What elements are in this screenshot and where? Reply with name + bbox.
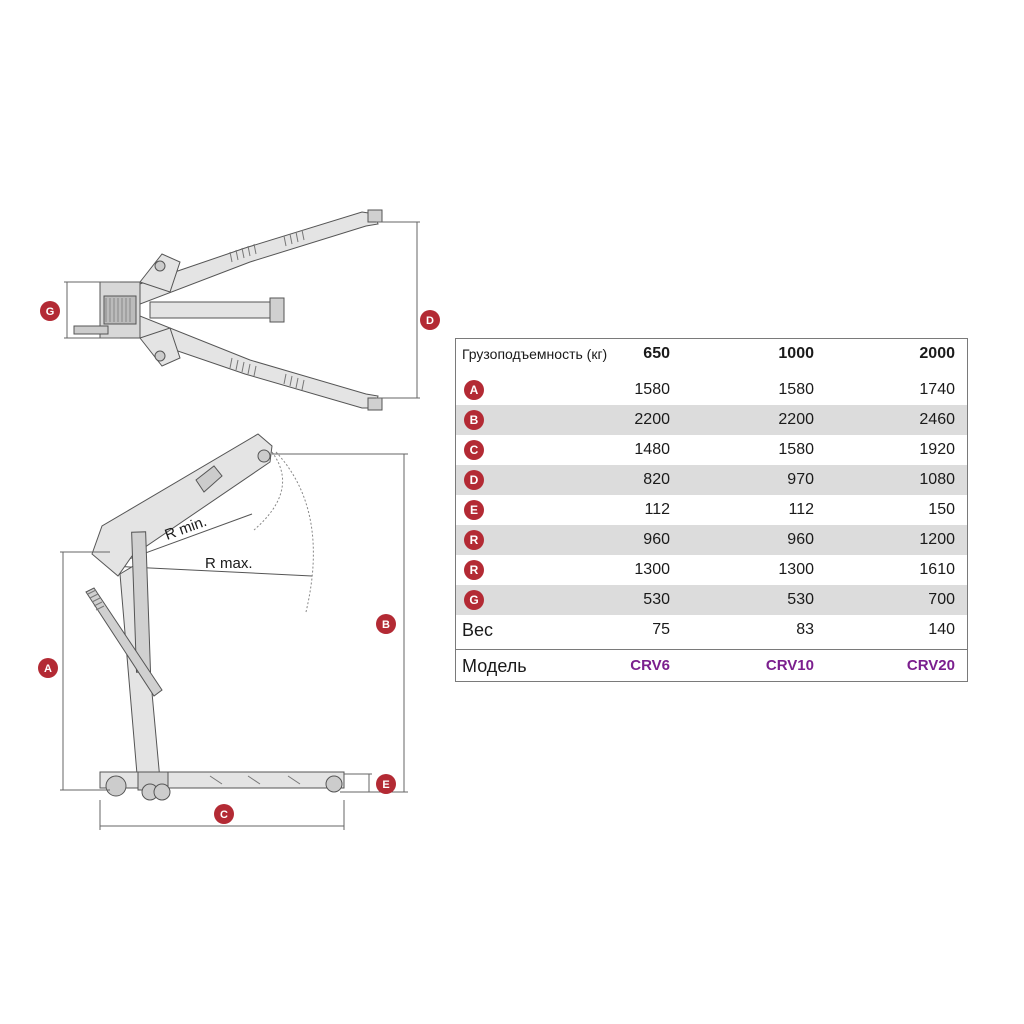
table-header-row: Грузоподъемность (кг) 650 1000 2000 — [456, 339, 967, 369]
capacity-col-1: 650 — [643, 345, 670, 362]
dim-badge-c: C — [214, 804, 234, 824]
table-cell: 2460 — [919, 411, 955, 428]
table-cell: 1920 — [919, 441, 955, 458]
crane-side-view — [85, 433, 345, 801]
row-code-badge: R — [464, 530, 484, 550]
table-cell: 1300 — [778, 561, 814, 578]
model-crv6: CRV6 — [630, 657, 670, 674]
table-cell: 700 — [928, 591, 955, 608]
table-cell: 1300 — [634, 561, 670, 578]
table-row: B 2200 2200 2460 — [456, 405, 967, 435]
svg-text:B: B — [382, 619, 390, 631]
table-cell: 140 — [928, 621, 955, 638]
table-cell: 1080 — [919, 471, 955, 488]
table-cell: 1480 — [634, 441, 670, 458]
table-cell: 150 — [928, 501, 955, 518]
table-cell: 75 — [652, 621, 670, 638]
capacity-label: Грузоподъемность (кг) — [462, 346, 608, 362]
table-row: R 1300 1300 1610 — [456, 555, 967, 585]
dim-badge-g: G — [40, 301, 60, 321]
table-cell: 1580 — [778, 441, 814, 458]
table-cell: 83 — [796, 621, 814, 638]
svg-text:C: C — [220, 809, 228, 821]
table-cell: 530 — [643, 591, 670, 608]
dim-badge-d: D — [420, 310, 440, 330]
table-cell: 2200 — [778, 411, 814, 428]
model-label: Модель — [462, 656, 527, 676]
svg-text:A: A — [44, 663, 52, 675]
r-max-label: R max. — [205, 555, 253, 572]
dim-badge-e: E — [376, 774, 396, 794]
row-code-badge: E — [464, 500, 484, 520]
table-row: C 1480 1580 1920 — [456, 435, 967, 465]
model-crv10: CRV10 — [765, 657, 814, 674]
weight-label: Вес — [462, 620, 494, 640]
table-cell: 960 — [643, 531, 670, 548]
svg-text:D: D — [426, 315, 434, 327]
dim-badge-b: B — [376, 614, 396, 634]
table-cell: 960 — [787, 531, 814, 548]
row-code-badge: B — [464, 410, 484, 430]
capacity-col-2: 1000 — [778, 345, 814, 362]
table-cell: 1610 — [919, 561, 955, 578]
row-code-badge: D — [464, 470, 484, 490]
table-row: R 960 960 1200 — [456, 525, 967, 555]
table-cell: 112 — [788, 501, 814, 518]
table-cell: 2200 — [634, 411, 670, 428]
table-cell: 112 — [644, 501, 670, 518]
table-cell: 820 — [643, 471, 670, 488]
svg-text:G: G — [46, 306, 55, 318]
table-cell: 1200 — [919, 531, 955, 548]
table-row: G 530 530 700 — [456, 585, 967, 615]
spec-table: Грузоподъемность (кг) 650 1000 2000 A 15… — [455, 338, 968, 682]
crane-top-view — [73, 209, 383, 411]
table-cell: 1580 — [634, 381, 670, 398]
dim-badge-a: A — [38, 658, 58, 678]
table-row: D 820 970 1080 — [456, 465, 967, 495]
row-code-badge: C — [464, 440, 484, 460]
svg-text:E: E — [382, 779, 389, 791]
table-cell: 1740 — [919, 381, 955, 398]
table-cell: 1580 — [778, 381, 814, 398]
model-row: Модель CRV6 CRV10 CRV20 — [456, 649, 967, 682]
table-row: E 112 112 150 — [456, 495, 967, 525]
weight-row: Вес 75 83 140 — [456, 615, 967, 645]
capacity-col-3: 2000 — [919, 345, 955, 362]
table-cell: 530 — [787, 591, 814, 608]
model-crv20: CRV20 — [906, 657, 955, 674]
table-cell: 970 — [787, 471, 814, 488]
row-code-badge: A — [464, 380, 484, 400]
table-row: A 1580 1580 1740 — [456, 375, 967, 405]
row-code-badge: G — [464, 590, 484, 610]
row-code-badge: R — [464, 560, 484, 580]
